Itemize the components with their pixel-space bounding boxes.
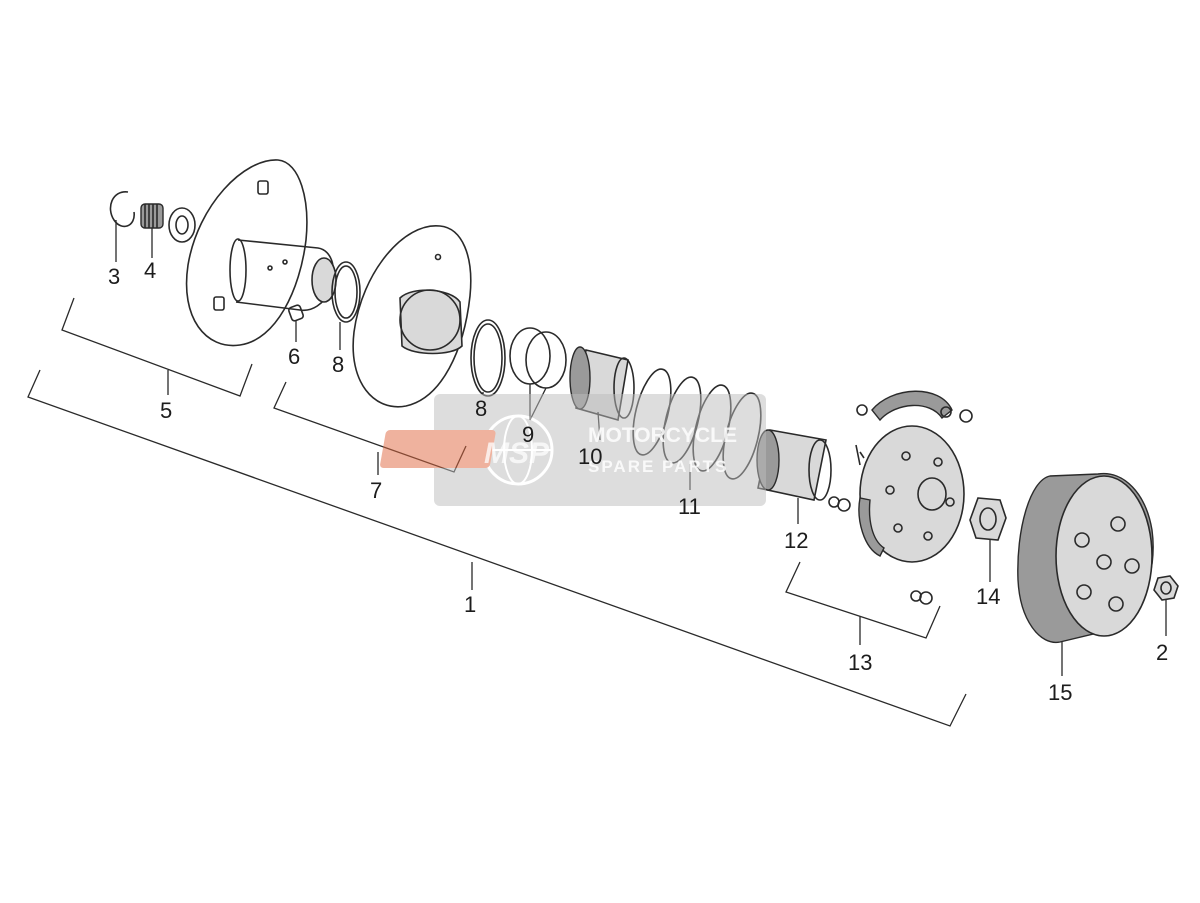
sleeve-part — [756, 429, 832, 501]
callout-12: 12 — [784, 528, 808, 553]
clutch-nut-part — [969, 497, 1007, 541]
callout-9: 9 — [522, 422, 534, 447]
watermark — [380, 394, 766, 506]
ring-pair-part — [509, 327, 567, 389]
callout-13: 13 — [848, 650, 872, 675]
callout-1: 1 — [464, 592, 476, 617]
callout-15: 15 — [1048, 680, 1072, 705]
callout-6: 6 — [288, 344, 300, 369]
callout-5: 5 — [160, 398, 172, 423]
circlip-part — [109, 191, 135, 228]
end-nut-part — [1153, 575, 1179, 601]
slider-part — [288, 304, 304, 322]
needle-bearing-part — [140, 203, 164, 229]
oring-part-b — [470, 319, 506, 397]
watermark-line2: SPARE PARTS — [588, 457, 728, 476]
fixed-pulley-half — [185, 159, 337, 347]
callout-7: 7 — [370, 478, 382, 503]
callout-10: 10 — [578, 444, 602, 469]
callout-3: 3 — [108, 264, 120, 289]
ball-bearing-part — [168, 207, 196, 243]
bracket-group-1 — [27, 369, 967, 727]
watermark-logo: MSP — [484, 437, 550, 470]
callout-11: 11 — [678, 494, 701, 519]
clutch-bell-part — [1017, 472, 1154, 644]
watermark-line1: MOTORCYCLE — [588, 424, 737, 447]
callout-14: 14 — [976, 584, 1000, 609]
callout-2: 2 — [1156, 640, 1168, 665]
callout-4: 4 — [144, 258, 156, 283]
movable-pulley-half — [352, 225, 472, 408]
callout-8a: 8 — [332, 352, 344, 377]
bracket-group-13 — [785, 561, 941, 645]
callout-8b: 8 — [475, 396, 487, 421]
bracket-group-5 — [61, 297, 253, 397]
oring-part-a — [331, 261, 361, 323]
clutch-assembly — [828, 390, 973, 605]
